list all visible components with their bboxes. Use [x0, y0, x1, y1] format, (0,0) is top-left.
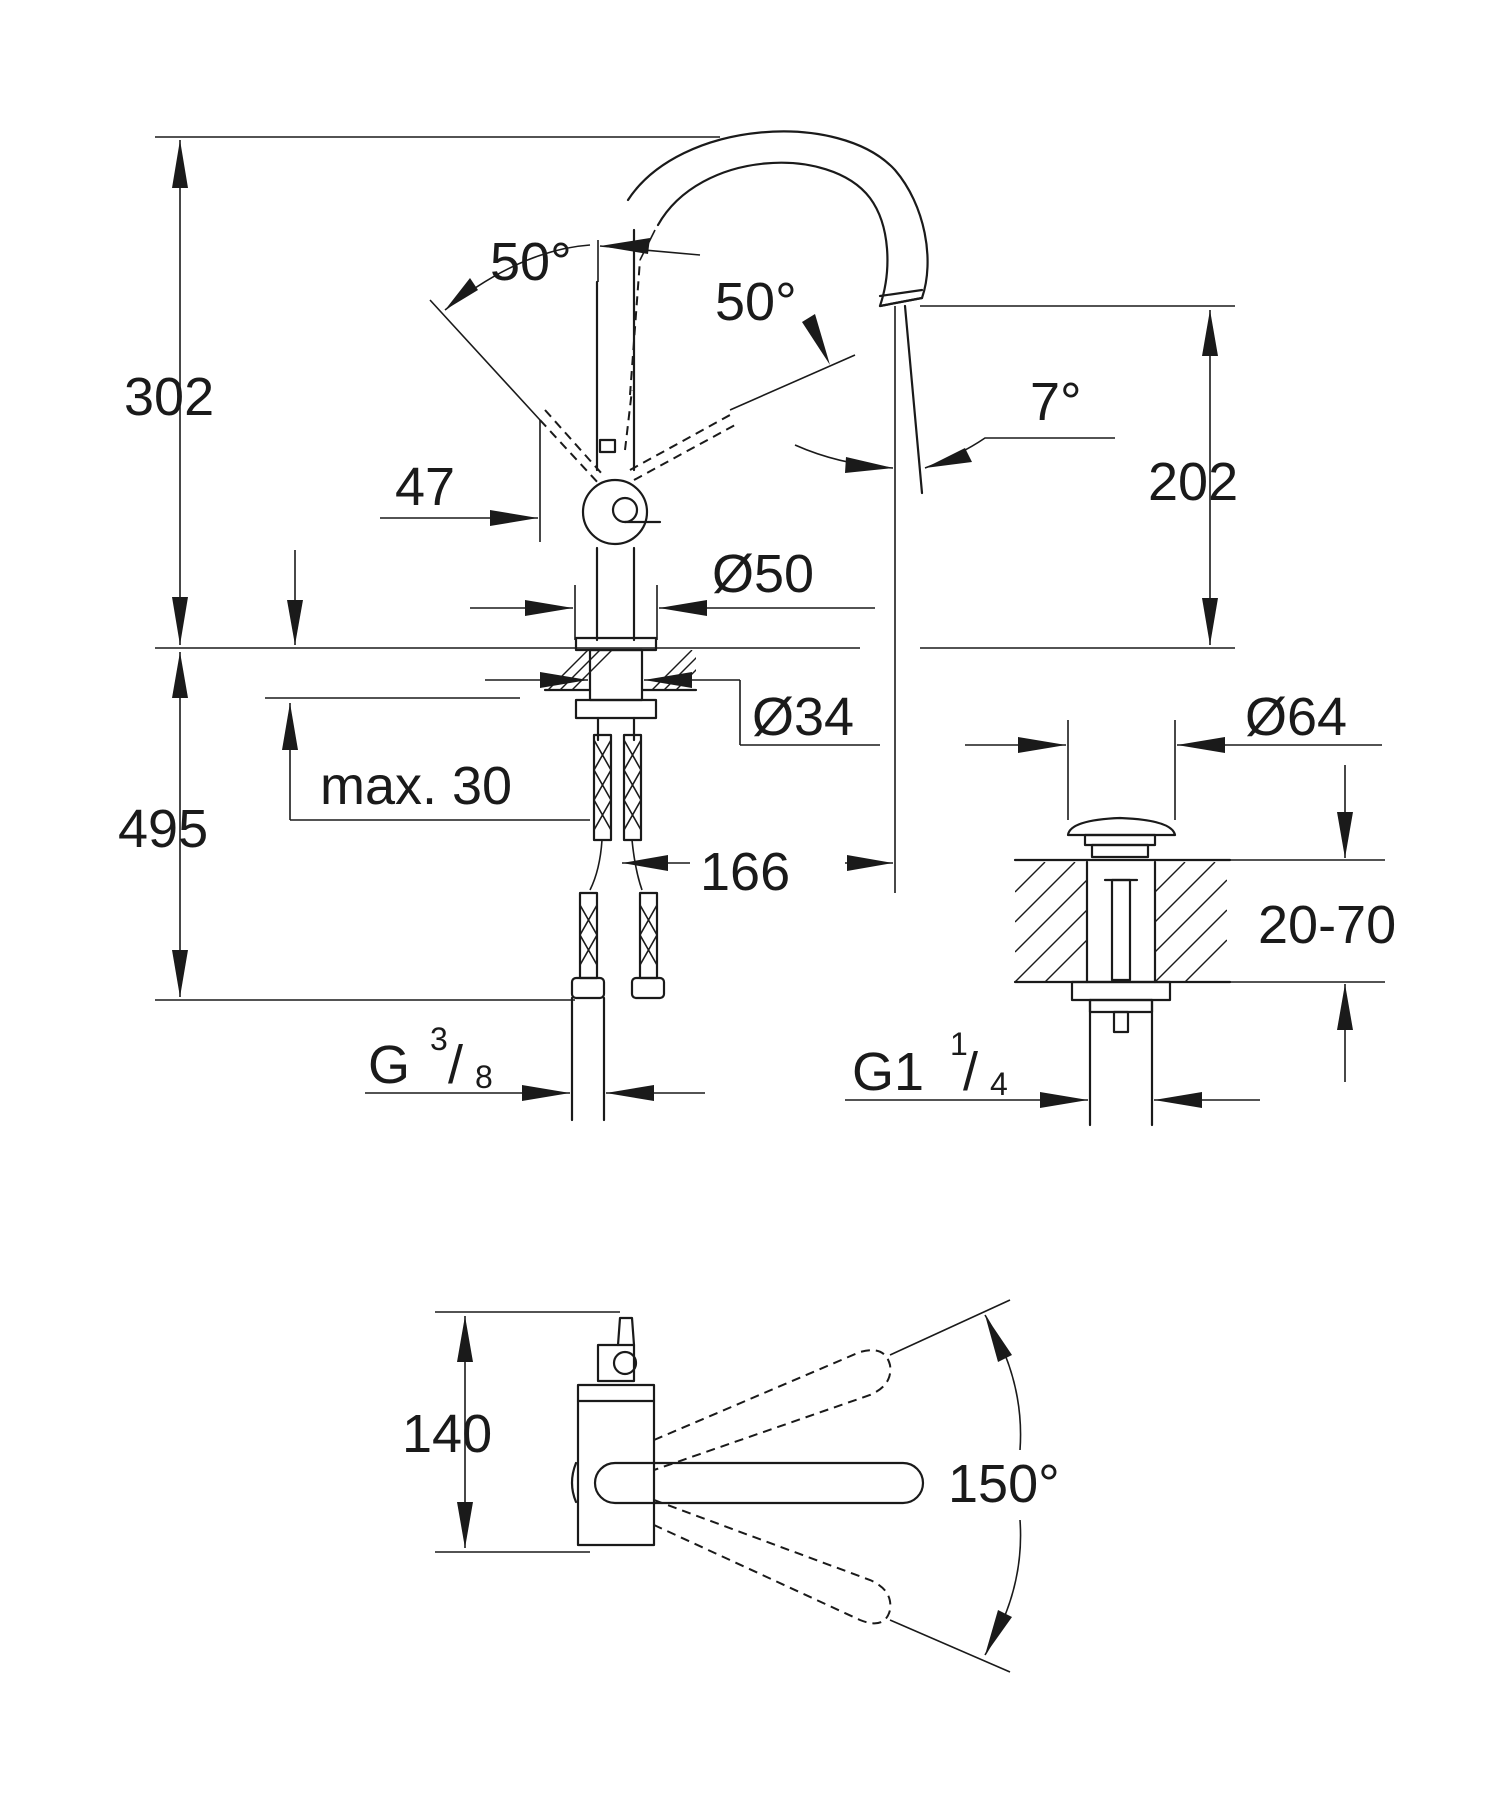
dim-angle-right: 50° — [715, 272, 830, 365]
svg-text:1: 1 — [950, 1026, 968, 1062]
label-basin-thickness: 20-70 — [1258, 895, 1396, 955]
label-hole-diameter: Ø34 — [752, 687, 854, 747]
dim-inlet-thread: G 3 / 8 — [365, 1021, 705, 1101]
dim-angle-left: 50° — [444, 232, 701, 311]
plan-body — [576, 1399, 656, 1547]
label-angle-right: 50° — [715, 272, 797, 332]
label-total-height: 302 — [124, 367, 214, 427]
waste-detail: Ø64 — [845, 687, 1396, 1127]
mounting-nut — [574, 698, 658, 720]
plan-lever — [593, 1461, 925, 1505]
dim-spout-tilt: 7° — [794, 304, 1115, 893]
label-inlet-thread: G — [368, 1035, 410, 1095]
label-waste-thread: G1 — [852, 1042, 924, 1102]
label-spout-tilt: 7° — [1030, 372, 1082, 432]
label-angle-left: 50° — [490, 232, 572, 292]
label-spout-reach: 166 — [700, 842, 790, 902]
svg-text:3: 3 — [430, 1021, 448, 1057]
dim-hose-length: 495 — [118, 652, 208, 997]
dim-lever-offset: 47 — [380, 420, 541, 542]
dim-spout-height: 202 — [1148, 310, 1238, 645]
dim-body-diameter: Ø50 — [470, 544, 875, 640]
cartridge — [596, 1343, 636, 1383]
svg-text:/: / — [963, 1042, 978, 1102]
svg-text:/: / — [448, 1035, 463, 1095]
label-hose-length: 495 — [118, 799, 208, 859]
faucet-body — [574, 228, 662, 652]
label-body-diameter: Ø50 — [712, 544, 814, 604]
plan-view: 140 150° — [402, 1299, 1060, 1673]
svg-text:8: 8 — [475, 1059, 493, 1095]
plug-cap — [1066, 816, 1177, 837]
hose-nut-left — [570, 976, 606, 1000]
front-view: 302 495 max. 30 — [118, 130, 1238, 1122]
label-plan-depth: 140 — [402, 1404, 492, 1464]
svg-text:4: 4 — [990, 1066, 1008, 1102]
dim-total-height: 302 — [124, 140, 214, 645]
flexible-hoses — [570, 733, 666, 1122]
dim-spout-reach: 166 — [622, 842, 893, 902]
label-max-deck: max. 30 — [320, 756, 512, 816]
lever-pivot — [581, 478, 649, 546]
label-spout-height: 202 — [1148, 452, 1238, 512]
label-lever-offset: 47 — [395, 457, 455, 517]
label-plug-diameter: Ø64 — [1245, 687, 1347, 747]
dim-hole-diameter: Ø34 — [485, 672, 880, 747]
hose-nut-right — [630, 976, 666, 1000]
label-swivel-angle: 150° — [948, 1454, 1060, 1514]
lever-swing-positions — [429, 229, 856, 486]
